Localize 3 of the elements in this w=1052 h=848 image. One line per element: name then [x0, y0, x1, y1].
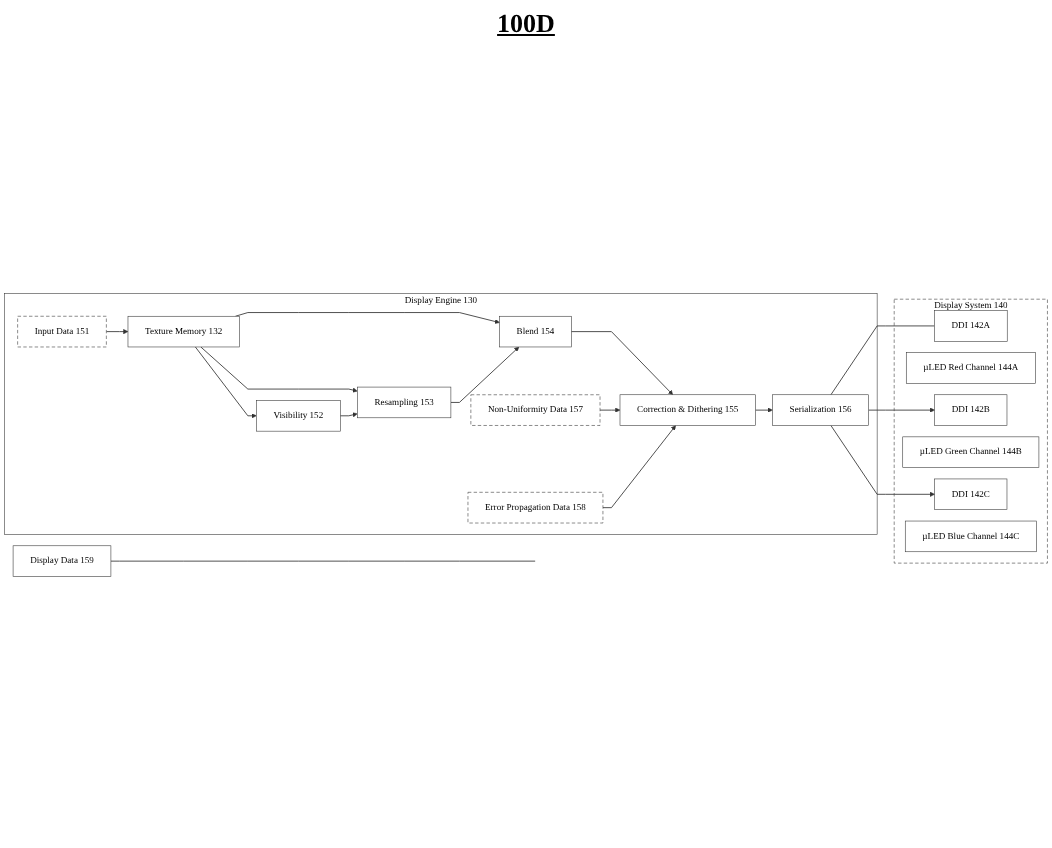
connector	[830, 325, 935, 396]
figure-title: 100D	[495, 6, 557, 40]
connector	[110, 560, 536, 562]
